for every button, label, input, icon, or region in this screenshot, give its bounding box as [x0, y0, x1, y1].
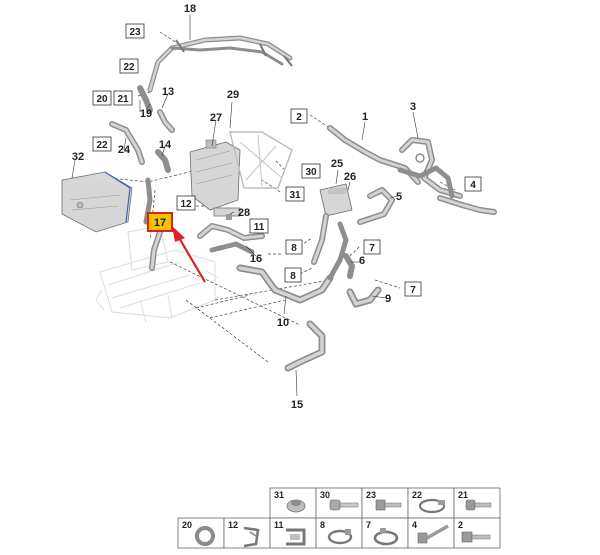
legend-21: 21 — [458, 490, 468, 500]
boxed-2: 2 — [296, 112, 302, 123]
boxed-8-top: 8 — [291, 243, 297, 254]
highlight-label: 17 — [154, 217, 166, 229]
legend-11: 11 — [274, 520, 284, 530]
part-27-reservoir — [189, 139, 241, 211]
callout-29: 29 — [227, 89, 239, 101]
legend-30: 30 — [320, 490, 330, 500]
callout-26: 26 — [344, 171, 356, 183]
boxed-12: 12 — [180, 199, 192, 210]
callout-1: 1 — [362, 111, 368, 123]
callout-labels: 18 13 19 29 27 24 14 32 1 3 25 26 5 28 1… — [72, 3, 416, 411]
part-17-hose — [149, 229, 163, 271]
part-29-bracket — [229, 131, 293, 189]
clip-icon — [243, 526, 260, 548]
boxed-20: 20 — [96, 94, 108, 105]
center-cluster — [197, 207, 265, 255]
boxed-31: 31 — [289, 190, 301, 201]
grommet-icon — [286, 499, 306, 513]
top-right-hoses — [327, 125, 497, 215]
fasteners-legend: 31 30 23 22 21 — [177, 487, 501, 549]
bolt-icon — [375, 499, 402, 511]
part-18-pipe — [147, 35, 293, 93]
callout-14: 14 — [159, 139, 172, 151]
long-bolt-icon — [417, 524, 449, 544]
callout-24: 24 — [118, 144, 131, 156]
red-arrow — [172, 226, 206, 283]
boxed-21: 21 — [117, 94, 129, 105]
legend-22: 22 — [412, 490, 422, 500]
boxed-23: 23 — [129, 27, 141, 38]
boxed-22-top: 22 — [123, 62, 135, 73]
bracket-clip-icon — [286, 528, 306, 546]
callout-25: 25 — [331, 158, 343, 170]
legend-4: 4 — [412, 520, 417, 530]
part-25-26-pump — [311, 183, 353, 281]
callout-16: 16 — [250, 253, 262, 265]
hose-clamp-icon — [418, 498, 446, 514]
lower-hoses — [236, 264, 334, 372]
callout-9: 9 — [385, 293, 391, 305]
boxed-8-bottom: 8 — [290, 271, 296, 282]
part-32-cover — [61, 171, 133, 233]
boxed-30: 30 — [305, 167, 317, 178]
boxed-4: 4 — [470, 180, 476, 191]
callout-3: 3 — [410, 101, 416, 113]
spring-clamp-icon — [327, 529, 353, 545]
legend-20: 20 — [182, 520, 192, 530]
callout-6: 6 — [359, 255, 365, 267]
legend-31: 31 — [274, 490, 284, 500]
leader-lines — [71, 15, 419, 397]
boxed-7-bottom: 7 — [410, 285, 416, 296]
callout-28: 28 — [238, 207, 250, 219]
callout-5: 5 — [396, 191, 402, 203]
callout-13: 13 — [162, 86, 174, 98]
legend-row-1: 31 30 23 22 21 — [269, 487, 501, 519]
boxed-11: 11 — [254, 222, 265, 233]
callout-19: 19 — [140, 108, 152, 120]
screw-large-icon — [329, 499, 359, 511]
highlighted-part-17[interactable]: 17 — [147, 212, 173, 232]
legend-23: 23 — [366, 490, 376, 500]
screw-icon — [465, 499, 492, 511]
callout-15: 15 — [291, 399, 303, 411]
boxed-22-mid: 22 — [96, 140, 108, 151]
clamp-icon — [373, 528, 399, 546]
flange-bolt-icon — [461, 531, 491, 543]
legend-2: 2 — [458, 520, 463, 530]
boxed-callouts: 23 22 20 21 22 2 30 31 12 11 4 8 7 8 7 — [92, 23, 482, 297]
o-ring-icon — [195, 526, 215, 546]
callout-18: 18 — [184, 3, 196, 15]
legend-8: 8 — [320, 520, 325, 530]
callout-27: 27 — [210, 112, 222, 124]
callout-32: 32 — [72, 151, 84, 163]
boxed-7-top: 7 — [369, 243, 375, 254]
legend-7: 7 — [366, 520, 371, 530]
legend-12: 12 — [228, 520, 238, 530]
callout-10: 10 — [277, 317, 289, 329]
legend-row-2: 20 12 11 8 7 4 2 — [177, 517, 501, 549]
right-small-hoses — [343, 187, 395, 308]
